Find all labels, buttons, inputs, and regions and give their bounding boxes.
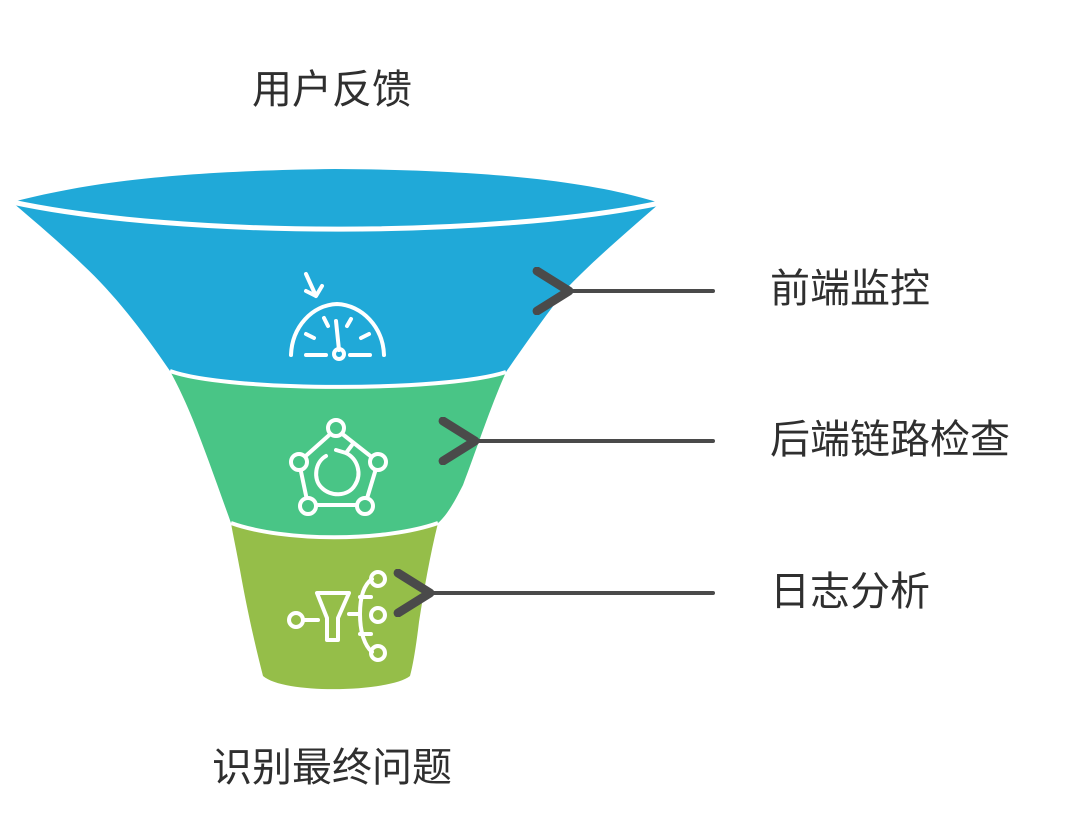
diagram-title: 用户反馈 <box>252 67 412 113</box>
stage-label-log-analysis: 日志分析 <box>770 569 930 615</box>
dashboard-icon <box>289 272 386 361</box>
funnel-stage-middle <box>169 369 507 538</box>
network-refresh-icon <box>289 418 388 516</box>
stage-label-frontend-monitoring: 前端监控 <box>770 266 930 312</box>
filter-branch-icon <box>287 570 387 662</box>
funnel-stage-bottom <box>230 521 439 690</box>
funnel-stage-top <box>11 169 661 387</box>
diagram-result: 识别最终问题 <box>212 745 452 791</box>
stage-label-backend-trace-check: 后端链路检查 <box>770 417 1010 463</box>
